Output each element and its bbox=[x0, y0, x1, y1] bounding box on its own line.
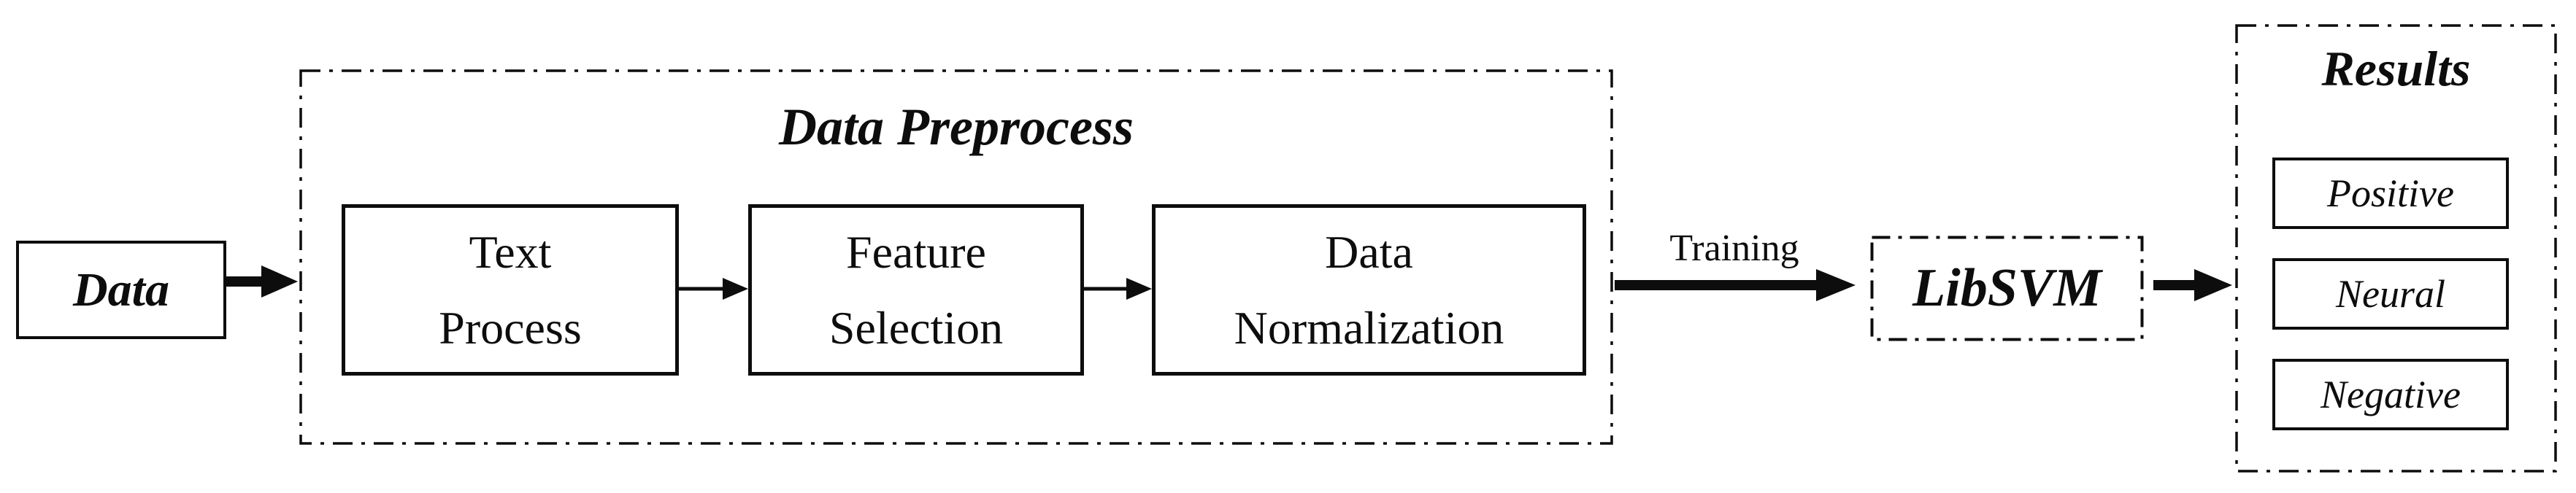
step-feature-selection-label: Feature Selection bbox=[828, 225, 1004, 354]
results-group-border bbox=[2235, 24, 2557, 473]
result-positive-label: Positive bbox=[2327, 171, 2454, 215]
libsvm-box: LibSVM bbox=[1870, 236, 2144, 341]
preprocess-group: Data Preprocess bbox=[299, 69, 1613, 445]
result-positive-box: Positive bbox=[2272, 158, 2509, 229]
arrow-featureselection-to-normalization-icon bbox=[1084, 278, 1152, 300]
data-box: Data bbox=[16, 241, 226, 339]
result-negative-label: Negative bbox=[2321, 373, 2461, 416]
arrow-data-to-preprocess-icon bbox=[226, 265, 298, 298]
result-neural-label: Neural bbox=[2335, 272, 2445, 316]
libsvm-label: LibSVM bbox=[1912, 258, 2102, 318]
arrow-libsvm-to-results-icon bbox=[2153, 269, 2232, 301]
step-data-normalization: Data Normalization bbox=[1152, 204, 1586, 376]
data-box-label: Data bbox=[73, 263, 169, 317]
arrow-training-icon bbox=[1615, 269, 1856, 301]
results-title: Results bbox=[2321, 41, 2471, 96]
libsvm-box-border bbox=[1870, 236, 2144, 341]
step-feature-selection: Feature Selection bbox=[748, 204, 1084, 376]
preprocess-group-border bbox=[299, 69, 1613, 445]
preprocess-title: Data Preprocess bbox=[779, 98, 1134, 156]
step-text-process-label: Text Process bbox=[439, 225, 582, 354]
result-neural-box: Neural bbox=[2272, 258, 2509, 330]
result-negative-box: Negative bbox=[2272, 359, 2509, 430]
training-arrow-label: Training bbox=[1669, 228, 1799, 269]
step-text-process: Text Process bbox=[342, 204, 679, 376]
results-group: Results bbox=[2235, 24, 2557, 473]
arrow-textprocess-to-featureselection-icon bbox=[679, 278, 748, 300]
step-data-normalization-label: Data Normalization bbox=[1234, 225, 1504, 354]
